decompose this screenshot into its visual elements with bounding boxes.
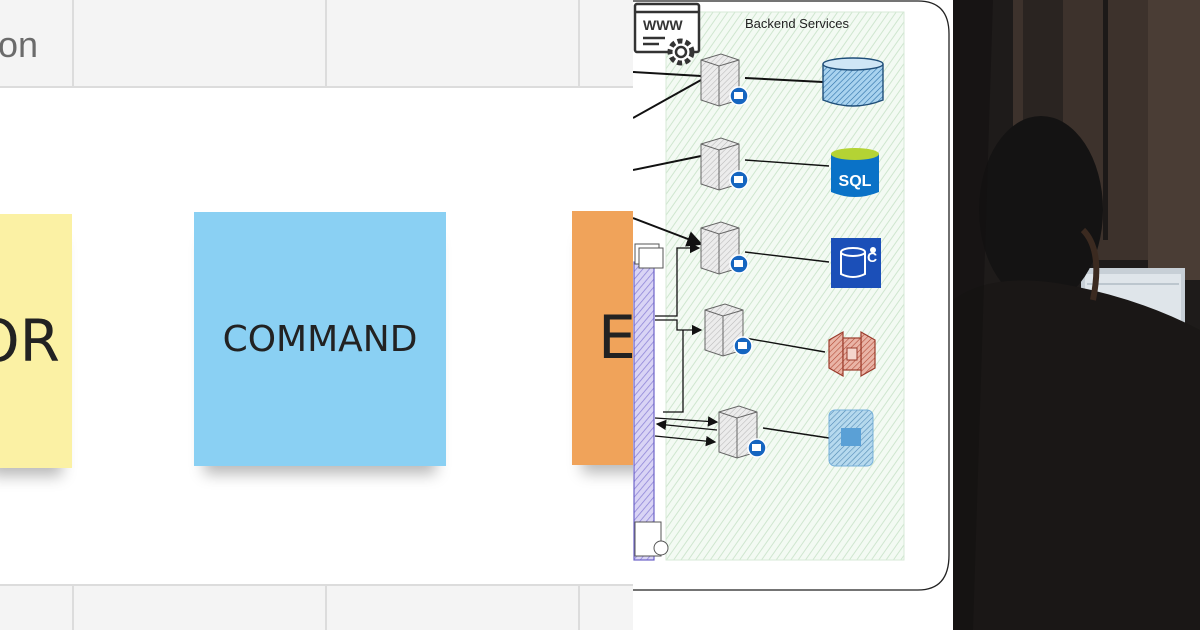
sticky-note-label: COMMAND [222, 318, 418, 360]
grid-divider [325, 584, 327, 630]
board-header-row: on [0, 0, 633, 88]
svg-text:C: C [867, 249, 877, 265]
photo-scene [953, 0, 1200, 630]
sticky-note-event[interactable]: E [572, 211, 633, 465]
grid-divider [578, 584, 580, 630]
server-icon[interactable] [699, 300, 759, 360]
database-cylinder-icon[interactable] [821, 56, 885, 110]
sticky-note-actor[interactable]: OR [0, 214, 72, 468]
server-icon[interactable] [695, 218, 755, 278]
column-header-text: on [0, 24, 39, 65]
cosmos-db-icon[interactable]: C [831, 238, 881, 288]
board-footer-row [0, 584, 633, 630]
sql-label: SQL [839, 173, 872, 190]
sticky-note-board: on OR COMMAND E [0, 0, 633, 630]
sql-database-icon[interactable]: SQL [829, 146, 881, 202]
group-title: Backend Services [744, 16, 850, 31]
diagram-canvas [633, 0, 950, 591]
web-app-icon[interactable]: WWW [633, 0, 705, 72]
person-at-computer-photo [953, 0, 1200, 630]
sticky-note-label: E [598, 303, 633, 373]
architecture-diagram: Backend Services SQL [633, 0, 953, 630]
www-label: WWW [643, 17, 683, 33]
sticky-note-label: OR [0, 307, 60, 375]
grid-divider [72, 584, 74, 630]
blob-storage-icon[interactable] [827, 406, 875, 470]
grid-divider [578, 0, 580, 86]
grid-divider [325, 0, 327, 86]
sticky-note-command[interactable]: COMMAND [194, 212, 446, 466]
server-icon[interactable] [695, 50, 755, 110]
server-icon[interactable] [713, 402, 773, 462]
server-icon[interactable] [695, 134, 755, 194]
s3-bucket-icon[interactable] [825, 328, 879, 380]
grid-divider [72, 0, 74, 86]
